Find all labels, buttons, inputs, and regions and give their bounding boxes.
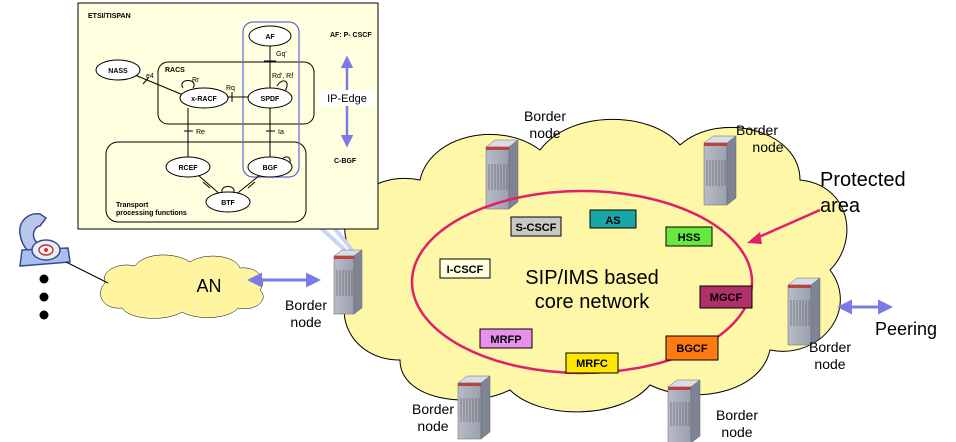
svg-text:Border: Border [736, 122, 778, 138]
nass-node: NASS [95, 59, 141, 81]
mgcf-box: MGCF [699, 285, 753, 309]
telephone-icon [19, 213, 71, 267]
rr-loop [181, 80, 195, 89]
border-node-label: Border node [524, 108, 566, 141]
inset-links [134, 45, 276, 197]
af-node: AF [248, 25, 292, 47]
rcef-node: RCEF [165, 156, 211, 178]
racs-box [157, 61, 315, 125]
protected-area-arrowhead [747, 232, 762, 244]
rq-label: Rq [226, 85, 235, 92]
an-cloud [100, 254, 264, 319]
border-node-server-icon [485, 139, 519, 210]
border-node-server-icon [703, 135, 737, 206]
gq-label: Gq' [276, 51, 287, 58]
ip-edge-label: IP-Edge [327, 93, 367, 105]
ia-label: Ia [278, 129, 284, 136]
svg-text:node: node [752, 139, 783, 155]
mrfp-box: MRFP [479, 328, 533, 349]
ellipsis-dot [39, 274, 49, 284]
inset-panel [77, 2, 379, 230]
svg-text:BGCF: BGCF [676, 343, 707, 355]
svg-text:S-CSCF: S-CSCF [516, 222, 557, 234]
an-label: AN [196, 276, 221, 296]
ip-edge-label-bg [318, 90, 376, 106]
btf-node: BTF [205, 191, 251, 213]
svg-text:AF: AF [265, 34, 275, 41]
svg-text:Border: Border [716, 407, 758, 423]
svg-text:AS: AS [605, 215, 620, 227]
svg-text:node: node [529, 125, 560, 141]
border-node-label: Border node [285, 297, 327, 330]
protected-label-line2: area [820, 195, 861, 217]
border-node-label: Border node [736, 122, 784, 155]
border-node-label: Border node [716, 407, 758, 440]
border-node-label: Border node [809, 339, 851, 372]
svg-text:I-CSCF: I-CSCF [447, 264, 484, 276]
svg-text:RCEF: RCEF [178, 165, 198, 172]
svg-text:Border: Border [809, 339, 851, 355]
border-node-label: Border node [412, 401, 454, 434]
c-bgf-label: C-BGF [334, 158, 357, 165]
core-title-line2: core network [535, 291, 650, 313]
e4-label: e4 [146, 73, 154, 80]
svg-text:node: node [721, 424, 752, 440]
transport-label-1: Transport [116, 202, 149, 209]
core-title-line1: SIP/IMS based [525, 267, 658, 289]
btf-loop [221, 186, 235, 195]
spdf-node: SPDF [247, 87, 293, 109]
svg-text:BGF: BGF [263, 165, 279, 172]
af-pcscf-label: AF: P- CSCF [330, 32, 372, 39]
svg-text:MRFC: MRFC [576, 358, 608, 370]
svg-text:x-RACF: x-RACF [191, 96, 217, 103]
ellipsis-dot [39, 310, 49, 320]
rr-label: Rr [192, 77, 200, 84]
ellipsis-dot [39, 292, 49, 302]
x-racf-node: x-RACF [179, 87, 229, 109]
inset-title: ETSI/TISPAN [88, 13, 131, 20]
as-box: AS [589, 209, 637, 229]
svg-text:node: node [814, 356, 845, 372]
protected-label-line1: Protected [820, 169, 906, 191]
svg-text:Border: Border [412, 401, 454, 417]
hss-box: HSS [665, 226, 713, 247]
svg-text:MRFP: MRFP [490, 334, 521, 346]
rd-loop [276, 80, 288, 93]
svg-text:Border: Border [285, 297, 327, 313]
svg-text:MGCF: MGCF [710, 292, 743, 304]
transport-box [105, 141, 307, 223]
border-node-server-icon [787, 277, 821, 346]
i-cscf-box: I-CSCF [439, 258, 491, 279]
mrfc-box: MRFC [565, 352, 619, 374]
svg-text:SPDF: SPDF [261, 96, 280, 103]
transport-label-2: processing functions [116, 210, 187, 217]
border-node-server-icon [457, 375, 491, 440]
bgcf-box: BGCF [665, 335, 719, 361]
racs-label: RACS [165, 67, 185, 74]
border-node-server-icon [667, 379, 701, 442]
svg-text:BTF: BTF [221, 200, 235, 207]
svg-text:NASS: NASS [108, 68, 128, 75]
border-node-server-icon [333, 249, 363, 315]
bgf-node: BGF [247, 156, 293, 178]
svg-text:Border: Border [524, 108, 566, 124]
re-label: Re [196, 129, 205, 136]
svg-text:node: node [290, 314, 321, 330]
rd-label: Rd', Rf [272, 73, 293, 80]
s-cscf-box: S-CSCF [510, 216, 562, 237]
peering-label: Peering [875, 319, 937, 339]
protected-area-pointer [751, 208, 821, 242]
svg-text:node: node [417, 418, 448, 434]
svg-text:HSS: HSS [678, 232, 701, 244]
phone-line [65, 261, 109, 284]
